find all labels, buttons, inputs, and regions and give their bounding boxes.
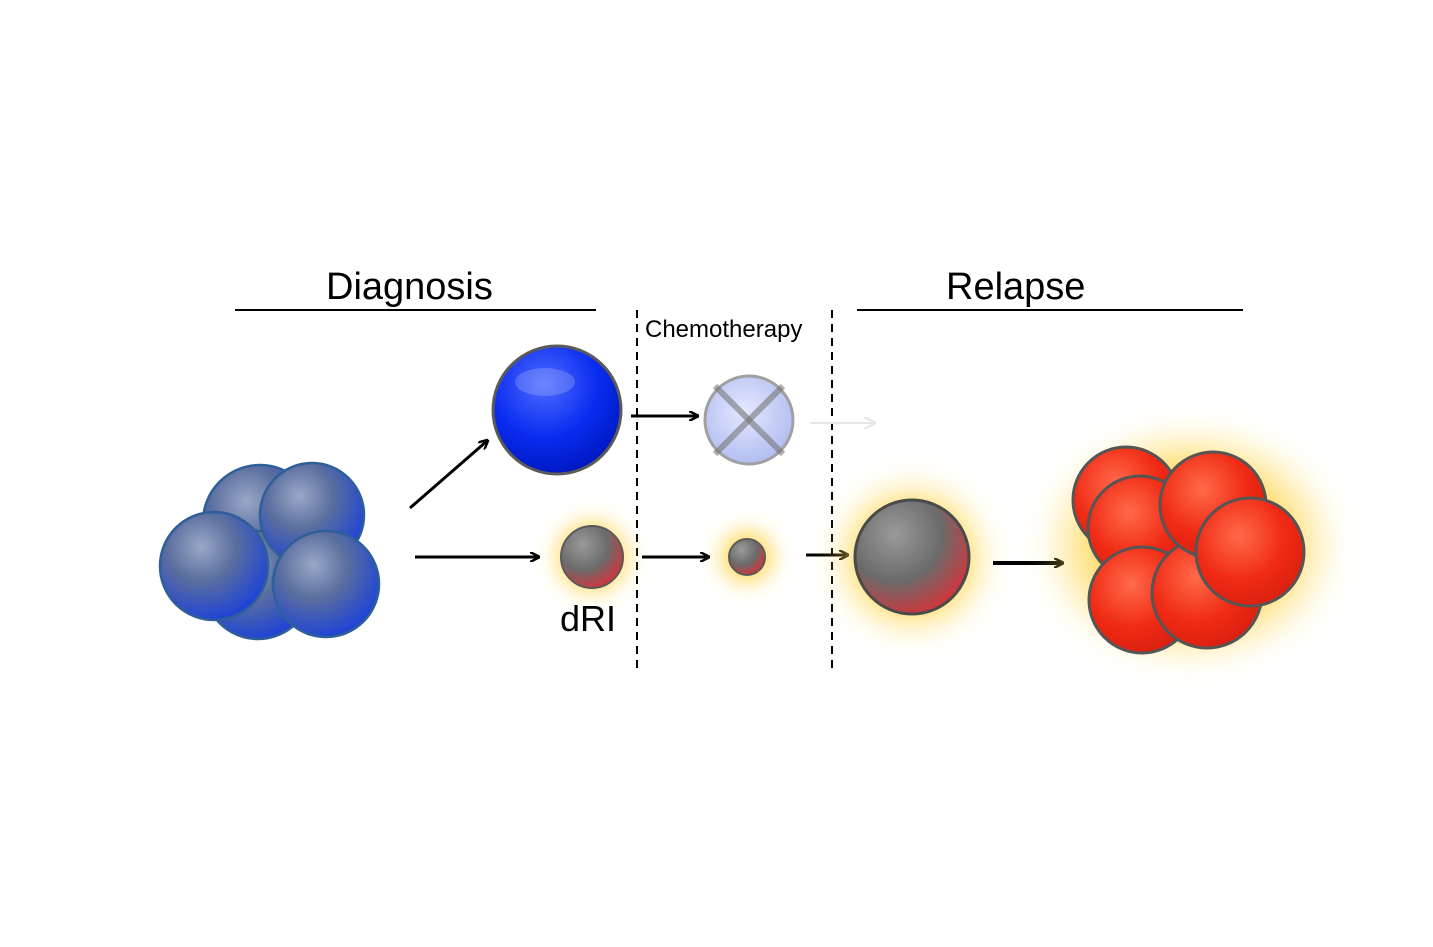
chemotherapy-label: Chemotherapy xyxy=(645,316,803,343)
relapse-cell-cluster xyxy=(1040,425,1340,665)
killed-cell xyxy=(703,374,795,466)
relapse-heading: Relapse xyxy=(946,266,1086,308)
dri-label: dRI xyxy=(560,598,617,639)
diagnosis-cell-cluster xyxy=(158,461,381,641)
chemo-sensitive-cell xyxy=(491,344,623,476)
expanded-resistant-cell xyxy=(832,478,992,638)
diagnosis-heading: Diagnosis xyxy=(326,266,493,308)
cell-highlight xyxy=(515,368,575,396)
surviving-cell xyxy=(715,525,779,589)
arrow-to-sensitive-cell xyxy=(409,441,487,510)
dri-cell xyxy=(549,514,635,600)
